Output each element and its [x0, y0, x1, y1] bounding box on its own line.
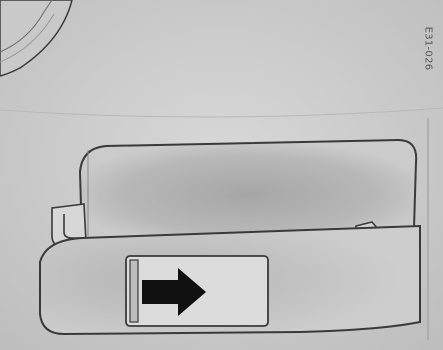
figure-code-text: E31-026 [423, 26, 434, 70]
figure-code-label: E31-026 [414, 8, 442, 88]
